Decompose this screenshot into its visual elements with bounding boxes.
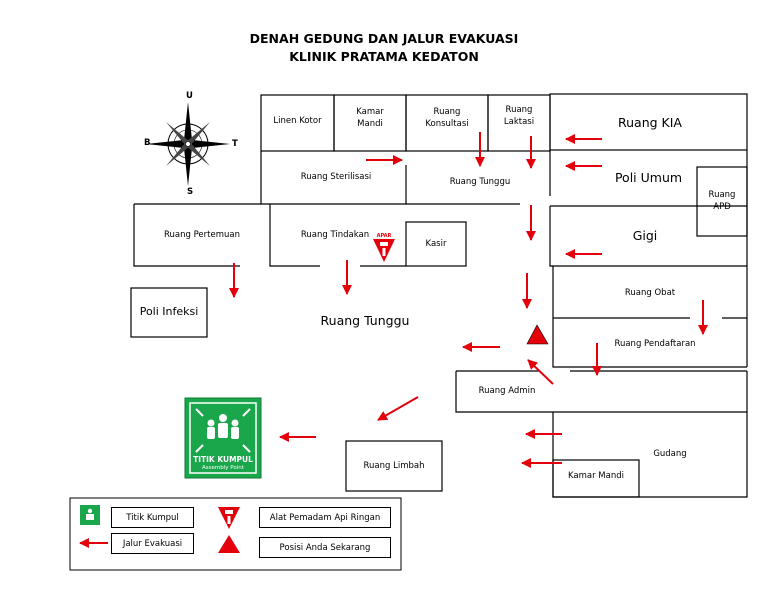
walls — [130, 93, 748, 498]
label-ruang-pertemuan: Ruang Pertemuan — [164, 230, 240, 240]
you-are-here-triangle-icon — [218, 535, 240, 553]
label-linen-kotor: Linen Kotor — [273, 116, 322, 126]
label-konsultasi-line2: Konsultasi — [425, 119, 469, 129]
compass-rose-icon — [146, 102, 230, 186]
label-sterilisasi: Ruang Sterilisasi — [300, 172, 372, 182]
compass-south: S — [187, 187, 194, 197]
label-kamar-mandi-1-line1: Kamar — [356, 107, 384, 117]
label-konsultasi-line1: Ruang — [433, 107, 461, 117]
room-kasir — [405, 221, 467, 267]
label-ruang-pendaftaran: Ruang Pendaftaran — [614, 339, 696, 349]
label-ruang-limbah: Ruang Limbah — [363, 461, 425, 471]
legend-titik-kumpul: Titik Kumpul — [111, 507, 194, 528]
legend-jalur-evakuasi: Jalur Evakuasi — [111, 533, 194, 554]
fire-extinguisher-icon — [373, 239, 395, 262]
label-ruang-tunggu-atas: Ruang Tunggu — [449, 177, 511, 187]
label-kamar-mandi-1-line2: Mandi — [357, 119, 383, 129]
evacuation-routes — [229, 132, 708, 468]
label-kasir: Kasir — [425, 239, 447, 249]
label-apd-line2: APD — [713, 202, 731, 212]
assembly-sign-title: TITIK KUMPUL — [193, 455, 253, 464]
room-kamar-mandi-2 — [552, 459, 640, 498]
label-apd-line1: Ruang — [708, 190, 736, 200]
room-apd — [696, 166, 748, 237]
apar-label: APAR — [376, 233, 392, 239]
room-poli-infeksi — [130, 287, 208, 338]
label-ruang-kia: Ruang KIA — [618, 115, 682, 130]
label-ruang-admin: Ruang Admin — [478, 386, 536, 396]
label-ruang-tunggu-utama: Ruang Tunggu — [320, 313, 410, 328]
compass-north: U — [186, 91, 193, 101]
map-title-line1: DENAH GEDUNG DAN JALUR EVAKUASI — [249, 31, 519, 46]
assembly-point-icon — [80, 505, 100, 525]
label-poli-umum: Poli Umum — [614, 170, 683, 185]
label-ruang-tindakan: Ruang Tindakan — [300, 230, 370, 240]
label-gigi: Gigi — [632, 228, 658, 243]
evac-arrow — [527, 359, 554, 385]
label-laktasi-line1: Ruang — [505, 105, 533, 115]
compass-east: T — [232, 139, 238, 149]
you-are-here-triangle-icon — [526, 324, 549, 345]
room-kia — [549, 93, 748, 151]
label-ruang-obat: Ruang Obat — [624, 288, 676, 298]
label-gudang: Gudang — [653, 449, 687, 459]
legend-alat-pemadam: Alat Pemadam Api Ringan — [259, 507, 391, 528]
room-limbah — [345, 440, 443, 492]
assembly-point-icon — [184, 397, 262, 479]
evac-arrow — [377, 396, 419, 421]
compass-west: B — [144, 138, 151, 148]
map-title-line2: KLINIK PRATAMA KEDATON — [289, 49, 479, 64]
label-laktasi-line2: Laktasi — [503, 117, 535, 127]
legend-posisi-anda: Posisi Anda Sekarang — [259, 537, 391, 558]
label-poli-infeksi: Poli Infeksi — [139, 305, 199, 318]
assembly-sign-subtitle: Assembly Point — [202, 465, 244, 471]
fire-extinguisher-icon — [218, 507, 240, 529]
label-kamar-mandi-2: Kamar Mandi — [567, 471, 624, 481]
